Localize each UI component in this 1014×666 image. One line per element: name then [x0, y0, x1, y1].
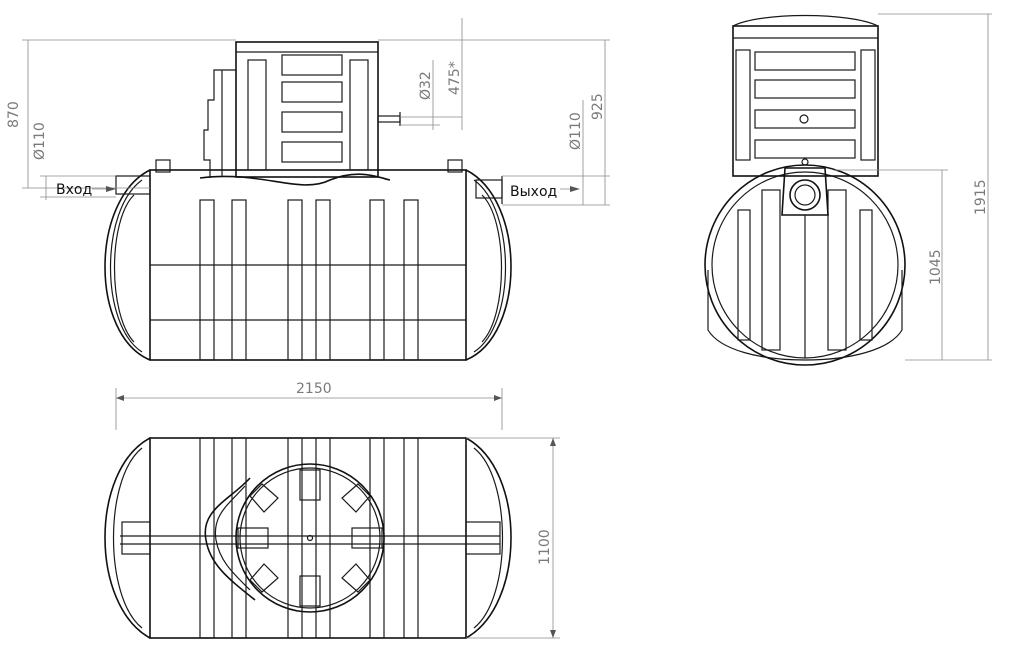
side-dimensions: 1045 1915: [835, 13, 992, 361]
top-right-endcap: [465, 437, 512, 639]
dim-total-length: 2150: [296, 381, 332, 397]
front-right-endcap: [465, 169, 512, 361]
front-view: [104, 41, 512, 361]
outlet-label: Выход: [510, 184, 557, 200]
dim-pipe-diameter: Ø32: [418, 71, 434, 100]
top-left-endcap: [104, 437, 151, 639]
top-view: [104, 437, 512, 639]
dim-front-height: 870: [6, 101, 22, 128]
front-neck-saddle: [199, 173, 391, 186]
dim-outlet-height: 925: [590, 93, 606, 120]
dim-outlet-diameter: Ø110: [568, 112, 584, 150]
front-left-endcap: [104, 169, 151, 361]
front-dimensions: 870 Ø110 Вход Ø32 475* Ø110 925 Выход: [6, 18, 610, 206]
side-view: [704, 14, 906, 366]
dim-total-height: 1915: [973, 179, 989, 215]
top-neck-plate: [204, 477, 256, 601]
inlet-label: Вход: [56, 182, 92, 198]
dim-pipe-height: 475*: [447, 61, 463, 95]
dim-side-height: 1045: [928, 249, 944, 285]
dim-total-width: 1100: [537, 529, 553, 565]
side-riser: [732, 25, 879, 177]
dim-inlet-diameter: Ø110: [32, 122, 48, 160]
front-riser: [235, 41, 379, 178]
top-hatch-circle: [235, 463, 385, 613]
top-dimensions: 2150 1100: [115, 381, 560, 639]
front-inlet-pipe: [115, 175, 151, 195]
